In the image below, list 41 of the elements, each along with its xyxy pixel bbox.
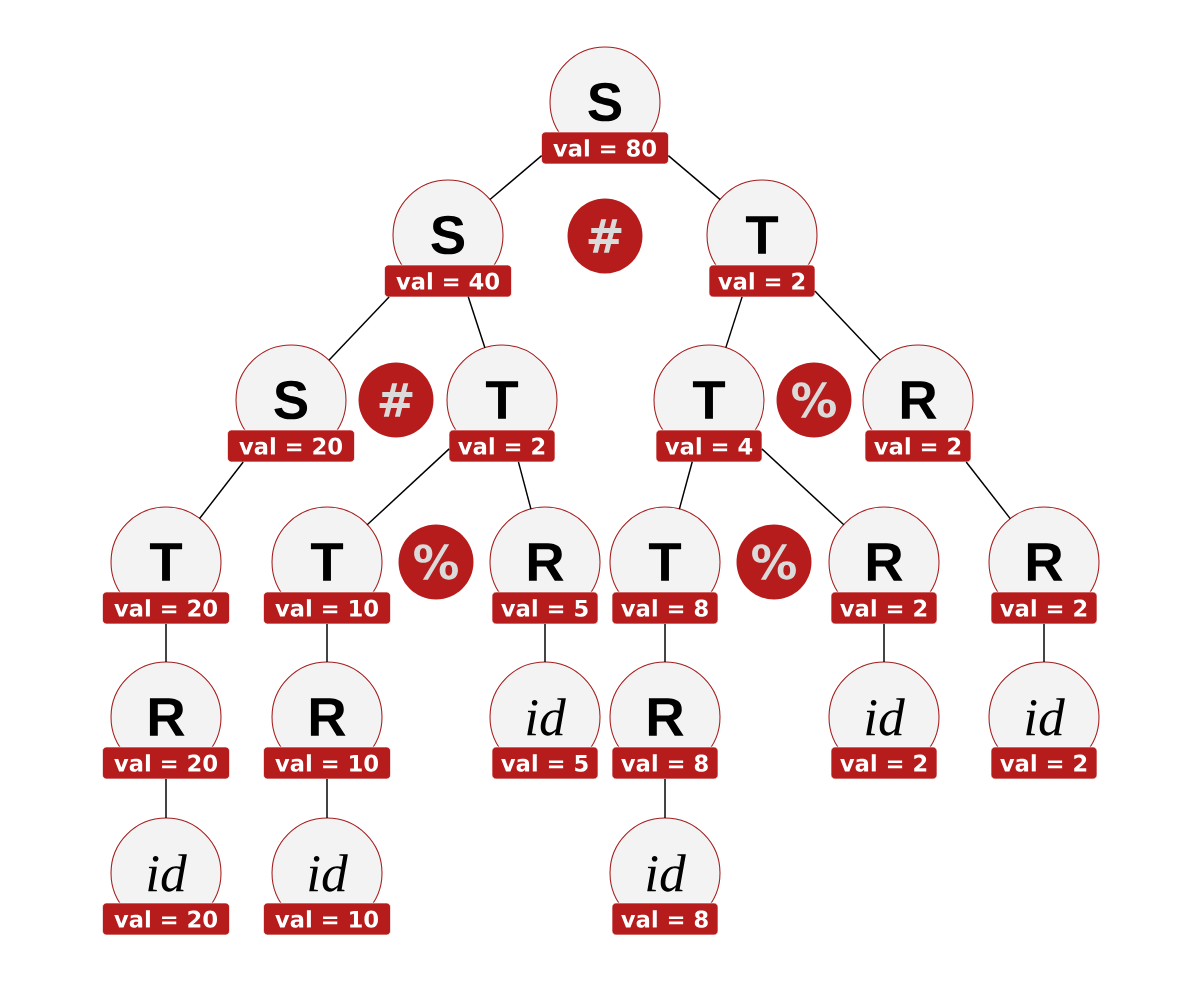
value-badge: val = 2	[830, 746, 938, 780]
value-badge: val = 10	[263, 902, 391, 936]
connector-line	[814, 290, 882, 361]
value-badge: val = 8	[611, 591, 719, 625]
connector-line	[467, 296, 486, 349]
connector-line	[326, 623, 328, 663]
value-badge: val = 8	[611, 902, 719, 936]
connector-line	[761, 448, 845, 526]
value-badge: val = 2	[990, 746, 1098, 780]
value-badge: val = 2	[830, 591, 938, 625]
value-badge: val = 20	[102, 591, 230, 625]
connector-line	[198, 461, 244, 520]
connector-line	[517, 461, 532, 510]
connector-line	[366, 448, 450, 526]
connector-line	[326, 778, 328, 819]
value-badge: val = 20	[102, 902, 230, 936]
connector-line	[544, 623, 546, 663]
connector-line	[664, 778, 666, 819]
value-badge: val = 4	[655, 429, 763, 463]
value-badge: val = 5	[491, 746, 599, 780]
value-badge: val = 2	[448, 429, 556, 463]
value-badge: val = 2	[864, 429, 972, 463]
value-badge: val = 2	[708, 264, 816, 298]
connector-line	[883, 623, 885, 663]
value-badge: val = 5	[491, 591, 599, 625]
value-badge: val = 20	[227, 429, 355, 463]
value-badge: val = 10	[263, 591, 391, 625]
value-badge: val = 2	[990, 591, 1098, 625]
connector-line	[1043, 623, 1045, 663]
value-badge: val = 40	[384, 264, 512, 298]
value-badge: val = 8	[611, 746, 719, 780]
value-badge: val = 80	[541, 131, 669, 165]
value-badge: val = 20	[102, 746, 230, 780]
connector-line	[328, 296, 390, 361]
value-badge: val = 10	[263, 746, 391, 780]
connector-line	[678, 461, 693, 510]
connector-line	[965, 461, 1011, 520]
connector-line	[165, 623, 167, 663]
connector-line	[165, 778, 167, 819]
connector-line	[664, 623, 666, 663]
connector-line	[725, 296, 743, 349]
